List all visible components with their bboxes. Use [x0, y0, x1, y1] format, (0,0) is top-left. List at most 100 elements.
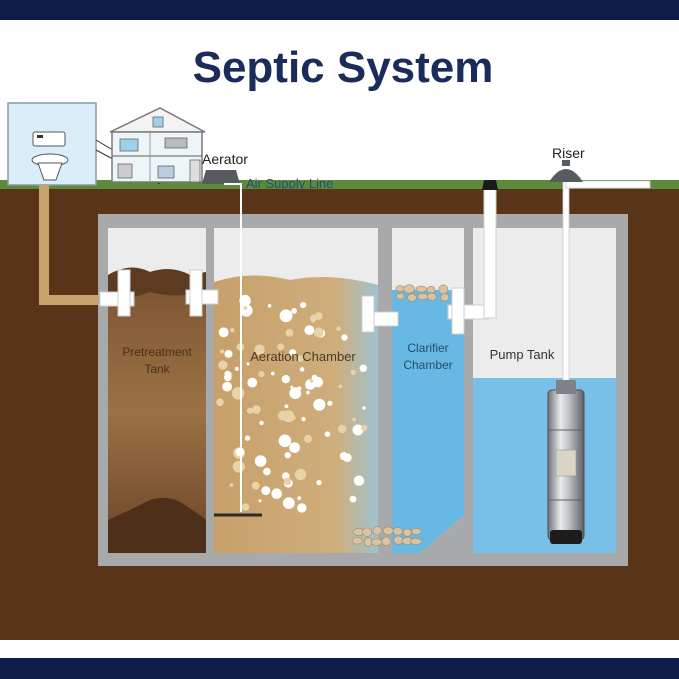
bubble — [258, 499, 262, 503]
bubble — [278, 434, 292, 448]
stone — [395, 285, 405, 292]
bubble — [282, 410, 295, 423]
grass-strip — [0, 180, 679, 189]
pretreatment-label-line1: Pretreatment — [122, 345, 192, 359]
bubble — [294, 468, 307, 481]
riser-dome-top — [562, 160, 570, 166]
bubble — [299, 367, 305, 372]
clarifier-sloped-wall — [420, 515, 464, 553]
bubble — [224, 349, 233, 358]
bubble — [336, 326, 341, 332]
bubble — [282, 497, 295, 509]
top-banner — [0, 0, 679, 20]
bubble — [324, 431, 331, 438]
stone — [415, 285, 427, 293]
bubble — [277, 343, 285, 351]
bubble — [304, 434, 312, 443]
bubble — [251, 481, 260, 490]
bubble — [338, 384, 343, 389]
bubble — [338, 424, 347, 434]
bubble — [267, 304, 272, 308]
bubble — [362, 406, 366, 410]
bubble — [289, 442, 300, 453]
bubble — [284, 452, 291, 459]
riser-label: Riser — [552, 145, 585, 161]
bubble — [271, 488, 283, 500]
bubble — [216, 398, 224, 407]
bubble — [297, 503, 307, 513]
clarifier-label-line1: Clarifier — [407, 341, 448, 355]
bubble — [359, 364, 367, 372]
pump-riser-pipe — [562, 177, 570, 389]
stone — [362, 527, 373, 537]
bubble — [327, 400, 333, 406]
bubble — [230, 328, 235, 333]
stone — [381, 536, 392, 547]
pretreatment-liquid — [108, 267, 206, 553]
bubble — [306, 390, 310, 395]
bubble — [311, 374, 318, 381]
bubble — [219, 349, 225, 354]
bubble — [291, 308, 297, 314]
bubble — [252, 405, 261, 414]
bubble — [279, 309, 293, 323]
clarifier-stones — [351, 284, 450, 547]
bubble — [232, 460, 245, 473]
stone — [403, 284, 415, 294]
stone — [417, 292, 429, 300]
page-title: Septic System — [193, 43, 494, 92]
air-supply-line — [224, 183, 242, 512]
bubble — [259, 420, 264, 426]
bubble — [244, 435, 251, 441]
pump-tank-label: Pump Tank — [490, 347, 555, 362]
stone — [392, 527, 403, 536]
bubble — [241, 503, 250, 511]
bubble — [270, 371, 275, 376]
stone — [372, 526, 383, 536]
clarifier-riser-cap — [482, 180, 498, 190]
air-supply-line-label: Air Supply Line — [246, 176, 333, 191]
bubble — [313, 327, 324, 338]
bubble — [304, 325, 315, 335]
stone — [371, 538, 383, 546]
aeration-liquid — [214, 275, 378, 553]
bubble — [342, 453, 352, 463]
stone — [411, 528, 422, 535]
pretreatment-label-line2: Tank — [144, 362, 170, 376]
bubble — [283, 477, 292, 486]
bubble — [218, 327, 229, 338]
bubble — [352, 424, 364, 436]
bubble — [261, 486, 271, 496]
aerator-label: Aerator — [202, 151, 248, 167]
stone — [409, 538, 422, 545]
bubble — [289, 387, 302, 400]
bubble — [234, 366, 239, 371]
bottom-banner — [0, 658, 679, 679]
bubble — [316, 480, 322, 486]
inlet-pipe — [39, 185, 110, 305]
bubble — [284, 404, 289, 409]
stone — [438, 284, 449, 295]
bubble — [239, 294, 251, 307]
stone — [363, 537, 373, 547]
bubble — [289, 349, 297, 357]
bubble — [231, 387, 245, 400]
bubble — [246, 362, 250, 366]
bubble — [258, 371, 265, 378]
riser-dome — [549, 169, 583, 182]
aerator-unit — [202, 170, 240, 184]
bubble — [285, 329, 294, 337]
stone — [393, 535, 404, 545]
bubble — [301, 417, 306, 422]
bubble — [254, 455, 267, 467]
bubble — [352, 417, 356, 422]
bubble — [300, 302, 307, 309]
stone — [402, 528, 412, 537]
bubble — [254, 344, 265, 355]
clarifier-label-line2: Chamber — [403, 358, 452, 372]
stone — [440, 293, 450, 302]
bubble — [311, 319, 315, 323]
bubble — [297, 355, 304, 362]
stone — [427, 292, 437, 301]
